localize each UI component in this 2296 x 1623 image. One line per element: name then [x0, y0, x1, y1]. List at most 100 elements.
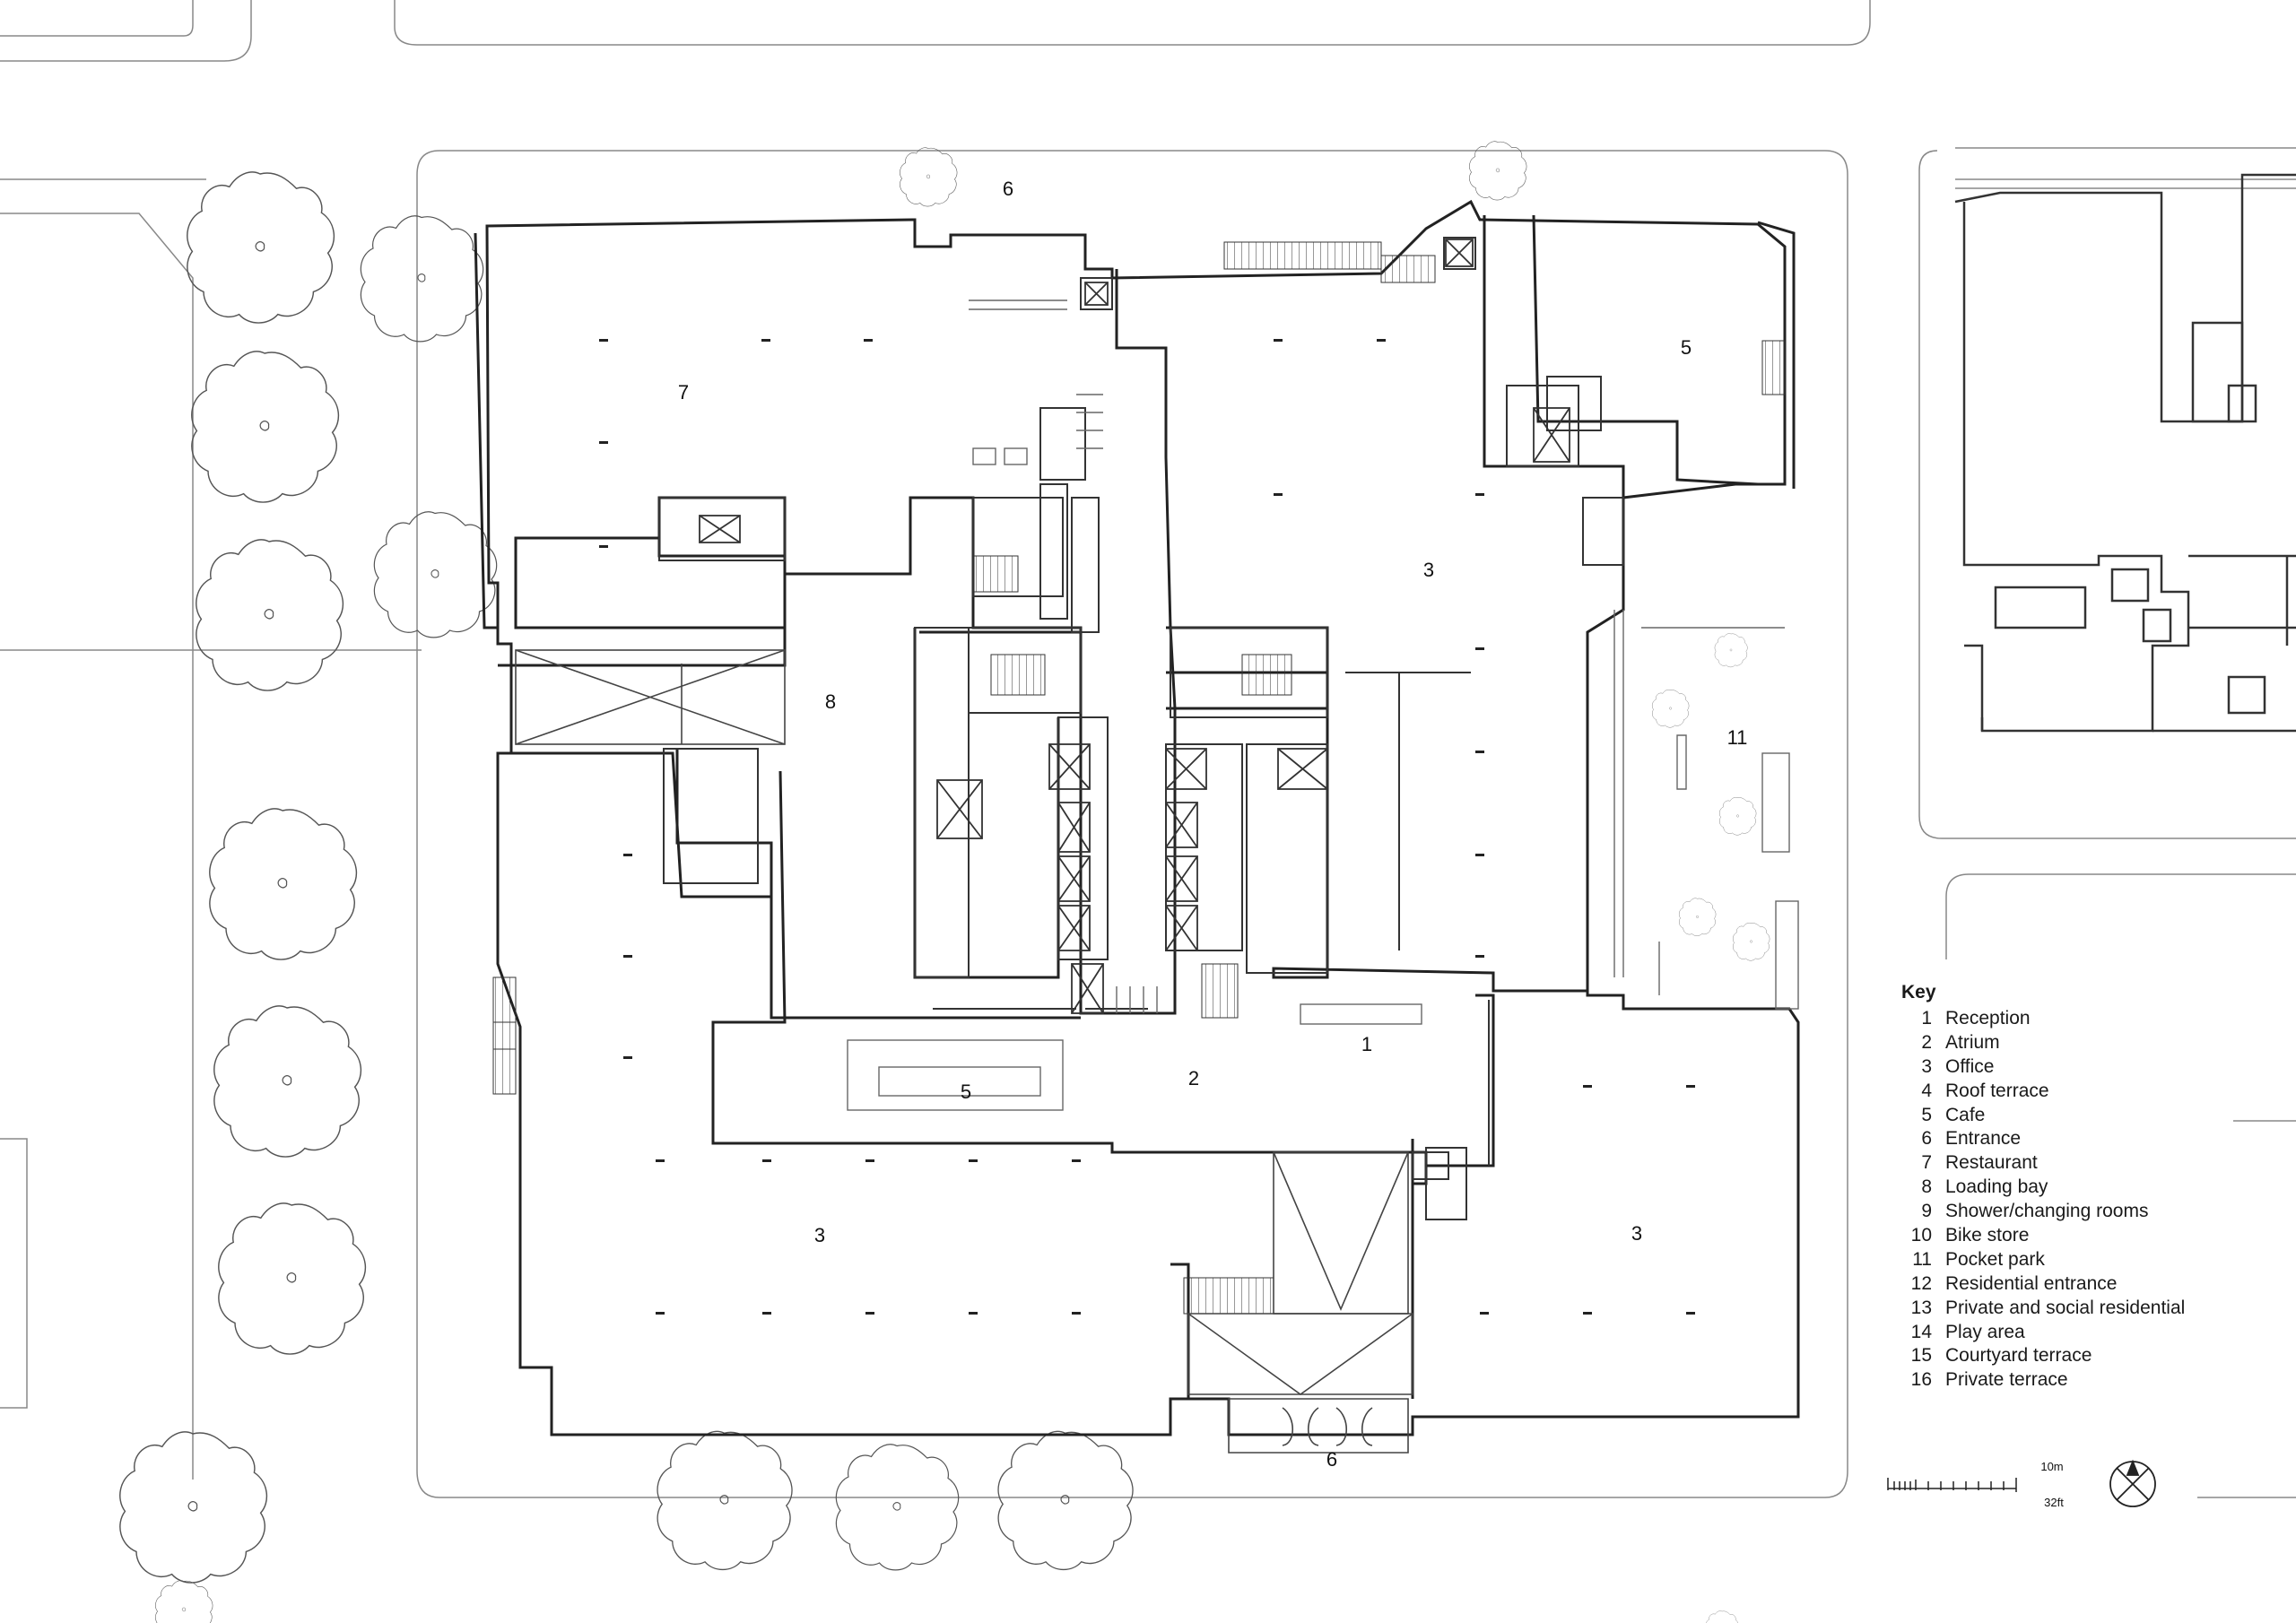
stair-icon: [1223, 241, 1382, 270]
lift-icon: [1165, 855, 1198, 902]
key-item: 10 Bike store: [1901, 1224, 2278, 1248]
lifts: [699, 239, 1570, 1014]
key-number: 16: [1910, 1369, 1932, 1391]
key-number: 9: [1921, 1201, 1932, 1222]
tree-icon: [657, 1430, 793, 1571]
key-number: 10: [1910, 1225, 1932, 1246]
key-number: 1: [1921, 1008, 1932, 1028]
stair-icon: [1761, 340, 1786, 395]
key-item: 9 Shower/changing rooms: [1901, 1200, 2278, 1224]
stair-icon: [972, 555, 1019, 593]
stair-icon: [1201, 963, 1239, 1019]
north-arrow-icon: [2109, 1459, 2156, 1507]
tree-icon: [1705, 1610, 1739, 1623]
lift-icon: [1165, 905, 1198, 951]
atrium-furniture: [847, 299, 1799, 1111]
interior-partitions: [658, 237, 1624, 1220]
room-label: 2: [1188, 1067, 1199, 1089]
lift-icon: [1277, 748, 1328, 790]
key-label: Loading bay: [1945, 1176, 2048, 1198]
room-label: 5: [1681, 336, 1692, 359]
key-label: Pocket park: [1945, 1248, 2045, 1270]
key-label: Shower/changing rooms: [1945, 1201, 2149, 1222]
key-item: 12 Residential entrance: [1901, 1272, 2278, 1297]
lift-icon: [1533, 407, 1570, 463]
key-item: 6 Entrance: [1901, 1127, 2278, 1151]
room-label: 7: [678, 381, 689, 404]
key-number: 3: [1921, 1055, 1932, 1077]
tree-icon: [154, 1580, 213, 1623]
tree-icon: [900, 147, 958, 207]
lift-icon: [1057, 802, 1091, 853]
lift-icon: [1057, 855, 1091, 902]
key-number: 12: [1910, 1272, 1932, 1294]
key-item: 5 Cafe: [1901, 1104, 2278, 1128]
tree-icon: [218, 1202, 367, 1355]
lift-icon: [1084, 282, 1109, 306]
lift-icon: [1445, 239, 1474, 267]
key-item: 16 Private terrace: [1901, 1368, 2278, 1393]
key-label: Bike store: [1945, 1225, 2030, 1246]
tree-icon: [187, 171, 335, 324]
tree-icon: [373, 511, 498, 638]
tree-icon: [209, 808, 358, 960]
key-label: Courtyard terrace: [1945, 1345, 2092, 1367]
key-number: 15: [1910, 1345, 1932, 1367]
room-label: 5: [961, 1081, 971, 1103]
key-number: 5: [1921, 1104, 1932, 1125]
trees: [119, 141, 1770, 1623]
lift-icon: [1048, 743, 1091, 790]
key-item: 2 Atrium: [1901, 1031, 2278, 1055]
key-number: 2: [1921, 1031, 1932, 1053]
tree-icon: [1714, 633, 1748, 668]
stair-icon: [1183, 1277, 1274, 1315]
lift-icon: [1057, 905, 1091, 951]
key-title: Key: [1901, 982, 1936, 1002]
tree-icon: [213, 1005, 362, 1158]
key-number: 8: [1921, 1176, 1932, 1198]
lift-icon: [699, 515, 741, 543]
scale-label-imperial: 32ft: [2044, 1496, 2064, 1509]
lift-icon: [1165, 748, 1207, 790]
room-label: 6: [1003, 178, 1013, 200]
room-label: 3: [814, 1224, 825, 1246]
tree-icon: [1718, 796, 1757, 836]
key-label: Restaurant: [1945, 1152, 2038, 1174]
key-label: Roof terrace: [1945, 1080, 2049, 1101]
key-label: Cafe: [1945, 1104, 1986, 1125]
room-label: 11: [1727, 726, 1748, 749]
lift-icon: [1071, 963, 1104, 1014]
atrium-void: [515, 649, 1413, 1454]
key-number: 6: [1921, 1128, 1932, 1150]
columns: [599, 339, 1695, 1315]
key-label: Residential entrance: [1945, 1272, 2118, 1294]
neighbouring-building: [1954, 173, 2296, 733]
tree-icon: [360, 215, 484, 343]
key-item: 8 Loading bay: [1901, 1176, 2278, 1200]
room-label: 8: [825, 690, 836, 713]
scale-bar: 10m 32ft: [1887, 1460, 2064, 1509]
key-label: Atrium: [1945, 1031, 2000, 1053]
tree-icon: [191, 351, 340, 503]
key-label: Private terrace: [1945, 1369, 2068, 1391]
key-number: 4: [1921, 1080, 1932, 1101]
building-walls: [474, 199, 1800, 1436]
tree-icon: [1678, 898, 1717, 937]
tree-icon: [1651, 689, 1690, 728]
tree-icon: [835, 1444, 960, 1571]
key-item: 3 Office: [1901, 1055, 2278, 1080]
stair-icon: [1380, 255, 1436, 283]
room-label: 6: [1326, 1448, 1337, 1471]
key-label: Office: [1945, 1055, 1995, 1077]
stair-icon: [1241, 654, 1292, 696]
scale-label-metric: 10m: [2040, 1460, 2063, 1473]
key-label: Entrance: [1945, 1128, 2022, 1150]
key-item: 4 Roof terrace: [1901, 1080, 2278, 1104]
tree-icon: [997, 1430, 1134, 1571]
